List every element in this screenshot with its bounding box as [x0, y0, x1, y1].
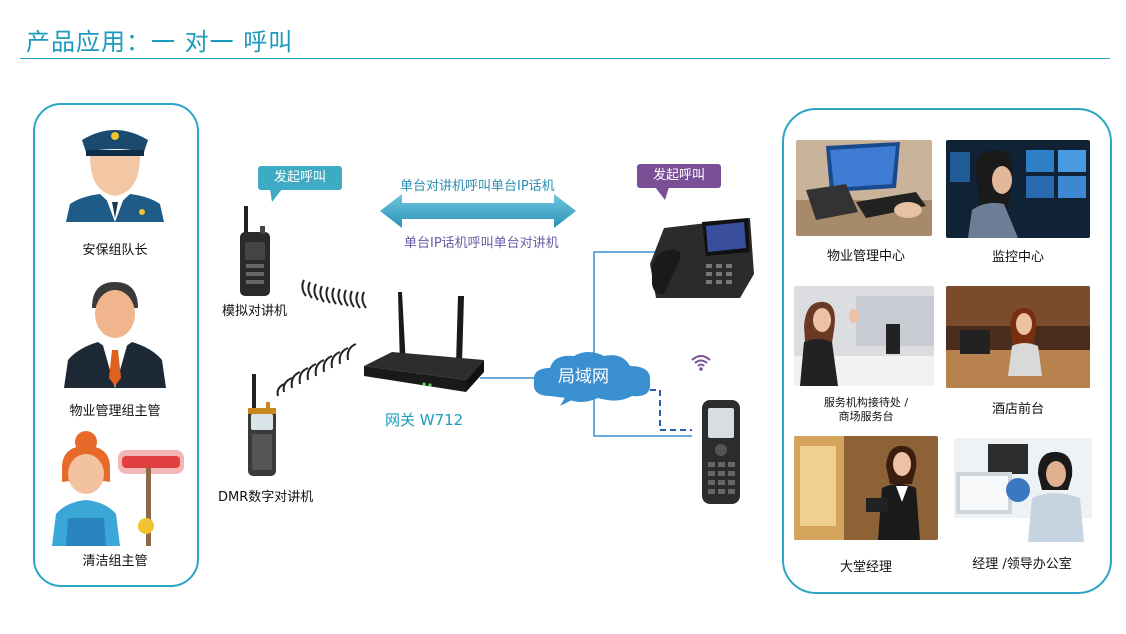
monitoring-center-photo: [946, 140, 1090, 238]
page-title: 产品应用：一 对一 呼叫: [26, 28, 294, 56]
role-property-manager: 物业管理组主管: [69, 404, 161, 419]
role-security-leader: 安保组队长: [82, 243, 148, 258]
bubble-tail-right: [655, 187, 669, 200]
label-monitoring-center: 监控中心: [991, 250, 1044, 265]
gateway-label: 网关 W712: [385, 409, 463, 430]
arrow-label-phone-to-radio: 单台IP话机呼叫单台对讲机: [404, 236, 559, 251]
manager-person-icon: [64, 282, 166, 388]
signal-waves-top-icon: [301, 279, 367, 309]
lan-label: 局域网: [558, 367, 609, 387]
network-connections: [480, 251, 692, 437]
title-divider: [20, 58, 1110, 59]
gateway-w712-icon: [364, 292, 484, 392]
dmr-radio-label: DMR数字对讲机: [218, 490, 314, 505]
manager-office-photo: [954, 438, 1092, 542]
analog-radio-label: 模拟对讲机: [222, 304, 288, 319]
label-property-management-center: 物业管理中心: [826, 249, 905, 264]
initiate-call-bubble-right: 发起呼叫: [637, 164, 721, 188]
signal-waves-bottom-icon: [276, 343, 357, 397]
bubble-tail-left: [270, 189, 282, 202]
initiate-call-bubble-left: 发起呼叫: [258, 166, 342, 190]
gateway-label-text: 网关 W712: [385, 411, 464, 429]
dmr-radio-icon: [248, 374, 276, 476]
cleaner-person-icon: [52, 431, 184, 546]
service-reception-photo: [794, 286, 934, 386]
role-cleaning-supervisor: 清洁组主管: [82, 554, 148, 569]
label-lobby-manager: 大堂经理: [839, 560, 892, 575]
dect-handset-icon: [702, 400, 740, 504]
property-management-center-photo: [796, 140, 932, 236]
hotel-front-desk-photo: [946, 286, 1090, 388]
label-service-reception-line2: 商场服务台: [838, 410, 894, 423]
ip-phone-icon: [650, 218, 754, 298]
label-service-reception-line1: 服务机构接待处 /: [823, 396, 909, 409]
security-guard-icon: [66, 130, 164, 222]
label-hotel-front-desk: 酒店前台: [991, 402, 1044, 417]
double-arrow-icon: [380, 194, 576, 228]
lan-cloud-icon: [533, 352, 651, 406]
label-service-reception: 服务机构接待处 / 商场服务台: [796, 396, 936, 424]
label-manager-office: 经理 /领导办公室: [972, 557, 1072, 572]
lobby-manager-photo: [794, 436, 938, 540]
wifi-icon: [691, 355, 711, 371]
analog-radio-icon: [240, 206, 270, 296]
arrow-label-radio-to-phone: 单台对讲机呼叫单台IP话机: [400, 179, 555, 194]
